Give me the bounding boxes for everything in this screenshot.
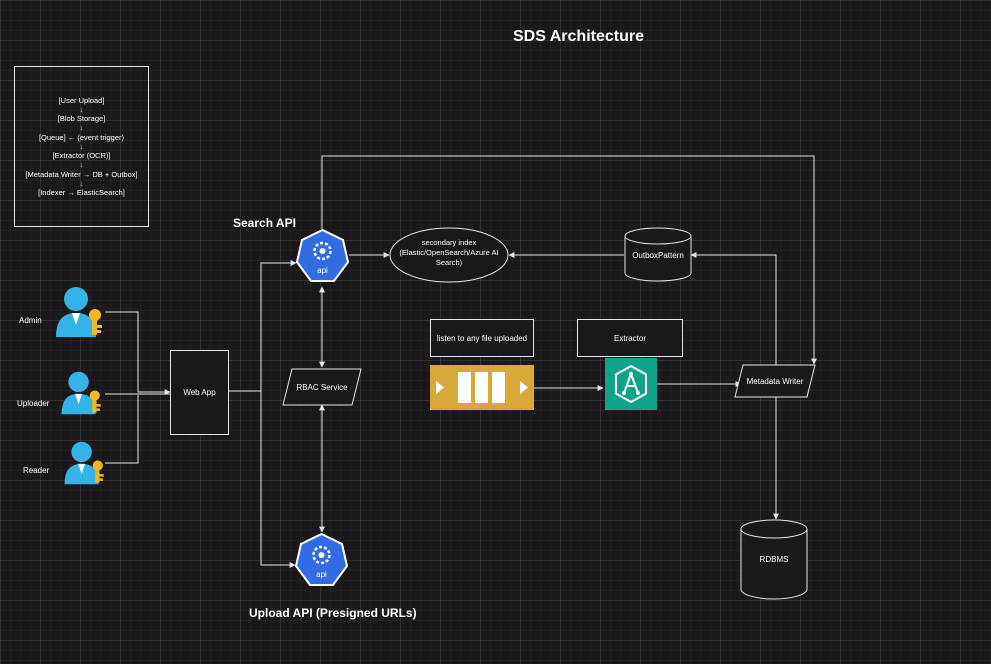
upload-api-icon-text: api xyxy=(316,570,327,579)
reader-label: Reader xyxy=(23,466,50,475)
web-app-box[interactable]: Web App xyxy=(170,350,229,435)
queue-icon[interactable] xyxy=(430,365,534,410)
web-app-label: Web App xyxy=(183,388,216,397)
rdbms-cylinder[interactable]: RDBMS xyxy=(739,519,809,601)
secondary-index-line2: (Elastic/OpenSearch/Azure AI xyxy=(399,248,498,257)
uploader-user-key-icon[interactable] xyxy=(58,370,106,416)
flow-arrow: ↓ xyxy=(79,123,84,133)
flow-summary-box: [User Upload] ↓ [Blob Storage] ↓ [Queue]… xyxy=(14,66,149,227)
flow-arrow: ↓ xyxy=(79,105,84,115)
flow-step-extractor: [Extractor (OCR)] xyxy=(52,151,111,161)
rbac-service-shape[interactable]: RBAC Service xyxy=(282,368,362,406)
diagram-title: SDS Architecture xyxy=(513,28,644,45)
rdbms-label: RDBMS xyxy=(760,555,789,564)
reader-to-webapp-connector xyxy=(105,395,139,464)
secondary-index-ellipse[interactable]: secondary index (Elastic/OpenSearch/Azur… xyxy=(389,227,511,283)
flow-arrow: ↓ xyxy=(79,178,84,188)
admin-label: Admin xyxy=(19,316,42,325)
search-api-icon[interactable]: api xyxy=(296,229,349,283)
search-api-to-metadata-writer-connector xyxy=(321,155,817,365)
listen-note-label: listen to any file uploaded xyxy=(436,333,528,343)
metadata-writer-label: Metadata Writer xyxy=(747,377,804,386)
flow-arrow: ↓ xyxy=(79,141,84,151)
upload-api-caption: Upload API (Presigned URLs) xyxy=(249,606,417,620)
secondary-index-line1: secondary index xyxy=(422,238,477,247)
search-api-caption: Search API xyxy=(233,216,296,230)
upload-api-icon[interactable]: api xyxy=(295,533,348,587)
metadata-writer-shape[interactable]: Metadata Writer xyxy=(734,364,816,398)
outbox-pattern-cylinder[interactable]: OutboxPattern xyxy=(623,227,693,283)
outbox-pattern-label: OutboxPattern xyxy=(632,251,684,260)
admin-to-webapp-connector xyxy=(105,311,171,395)
listen-note-box: listen to any file uploaded xyxy=(430,319,534,357)
extractor-label-box: Extractor xyxy=(577,319,683,357)
secondary-index-line3: Search) xyxy=(436,258,463,267)
flow-step-indexer: [Indexer → ElasticSearch] xyxy=(38,187,125,197)
search-api-icon-text: api xyxy=(317,266,328,275)
admin-user-key-icon[interactable] xyxy=(54,285,106,339)
trunk-to-upload-api-connector xyxy=(260,391,296,568)
uploader-label: Uploader xyxy=(17,399,50,408)
flow-arrow: ↓ xyxy=(79,160,84,170)
flow-step-blob-storage: [Blob Storage] xyxy=(57,114,106,124)
extractor-label: Extractor xyxy=(613,333,646,343)
flow-step-queue: [Queue] ← (event trigger) xyxy=(38,132,125,142)
rbac-service-label: RBAC Service xyxy=(296,383,348,392)
metadata-writer-to-outbox-connector xyxy=(690,252,777,370)
extractor-icon[interactable] xyxy=(605,358,657,410)
flow-step-user-upload: [User Upload] xyxy=(58,95,105,105)
flow-step-metadata-writer: [Metadata Writer → DB + Outbox] xyxy=(25,169,138,179)
reader-user-key-icon[interactable] xyxy=(62,440,108,486)
trunk-to-search-api-connector xyxy=(260,260,297,391)
